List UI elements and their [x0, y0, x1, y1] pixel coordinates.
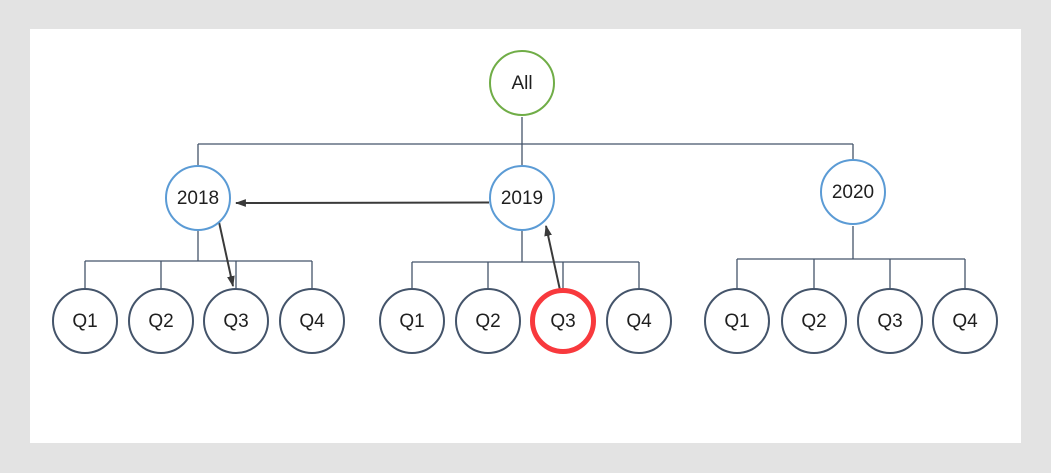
node-2018-q2-label: Q2	[148, 310, 174, 332]
node-2020-q2-label: Q2	[801, 310, 827, 332]
node-2018-q4-label: Q4	[299, 310, 325, 332]
node-2019-q4-label: Q4	[626, 310, 652, 332]
node-2018[interactable]: 2018	[165, 165, 231, 231]
tree-connector-2020	[736, 226, 966, 288]
node-2020-q4-label: Q4	[952, 310, 978, 332]
node-2018-q3[interactable]: Q3	[203, 288, 269, 354]
node-all-label: All	[511, 72, 533, 94]
node-2018-q2[interactable]: Q2	[128, 288, 194, 354]
node-2020-q1-label: Q1	[724, 310, 750, 332]
tree-connector-root	[197, 117, 854, 165]
tree-connector-2019	[411, 231, 640, 289]
arrow-2019-to-2018	[234, 199, 490, 207]
node-2018-label: 2018	[176, 187, 220, 209]
arrow-2018-to-q3	[218, 221, 235, 288]
node-2019-q2-label: Q2	[475, 310, 501, 332]
node-2019-q1[interactable]: Q1	[379, 288, 445, 354]
node-2019-q4[interactable]: Q4	[606, 288, 672, 354]
node-2019-q2[interactable]: Q2	[455, 288, 521, 354]
node-2018-q1[interactable]: Q1	[52, 288, 118, 354]
node-2020-q2[interactable]: Q2	[781, 288, 847, 354]
node-2019-q1-label: Q1	[399, 310, 425, 332]
node-2018-q3-label: Q3	[223, 310, 249, 332]
node-2020-label: 2020	[831, 181, 875, 203]
node-2020-q3[interactable]: Q3	[857, 288, 923, 354]
node-2020-q4[interactable]: Q4	[932, 288, 998, 354]
node-all[interactable]: All	[489, 50, 555, 116]
node-2020[interactable]: 2020	[820, 159, 886, 225]
tree-connector-2018	[84, 231, 313, 288]
diagram-canvas: All 2018 2019 2020 Q1 Q2 Q3 Q4 Q1 Q2 Q3 …	[30, 29, 1021, 443]
node-2019-q3-label: Q3	[550, 310, 576, 332]
node-2019-label: 2019	[500, 187, 544, 209]
node-2019-q3-highlighted[interactable]: Q3	[530, 288, 596, 354]
node-2020-q1[interactable]: Q1	[704, 288, 770, 354]
node-2018-q4[interactable]: Q4	[279, 288, 345, 354]
node-2020-q3-label: Q3	[877, 310, 903, 332]
node-2018-q1-label: Q1	[72, 310, 98, 332]
node-2019[interactable]: 2019	[489, 165, 555, 231]
arrow-q3-to-2019	[544, 224, 561, 291]
